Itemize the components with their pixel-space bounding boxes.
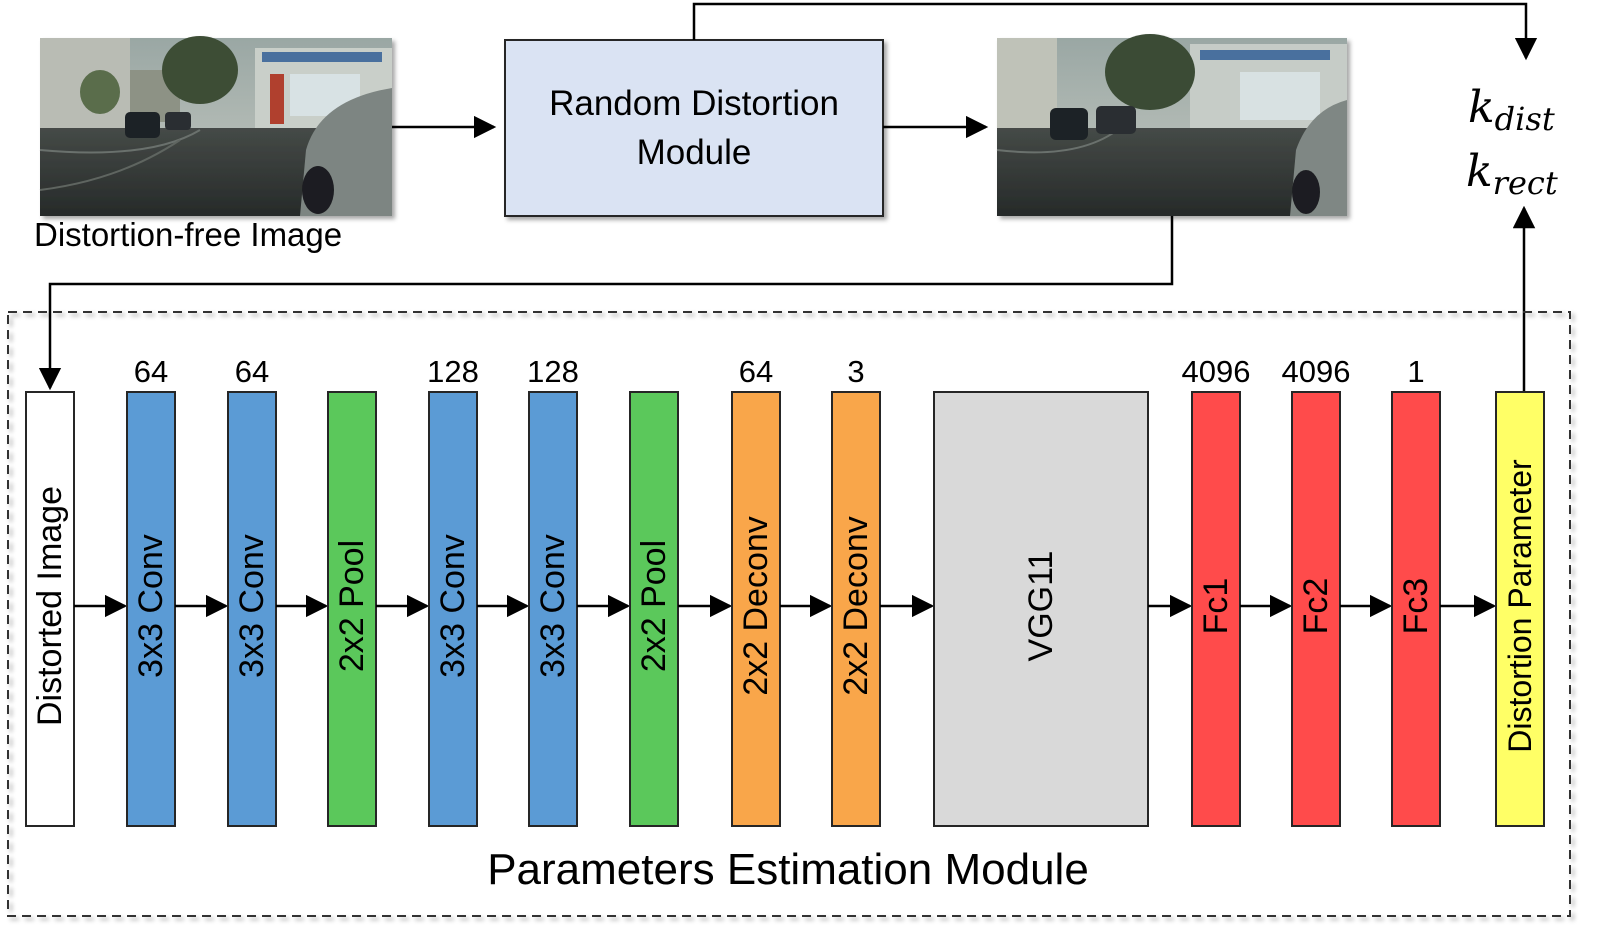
module-label-line2: Module <box>637 133 752 172</box>
layer-label-vgg11: VGG11 <box>1022 551 1060 662</box>
k-rect-base: k <box>1466 146 1493 197</box>
input-image-label: Distortion-free Image <box>34 216 342 253</box>
layer-pool2 <box>629 391 679 827</box>
layer-label-pool1: 2x2 Pool <box>333 540 371 672</box>
layer-fc1 <box>1191 391 1241 827</box>
layer-label-distorted-image: Distorted Image <box>31 486 69 726</box>
layer-label-pool2: 2x2 Pool <box>635 540 673 672</box>
layer-deconv1 <box>731 391 781 827</box>
layer-distorted-image <box>25 391 75 827</box>
layer-label-conv1: 3x3 Conv <box>132 534 170 678</box>
layer-label-distortion-parameter: Distortion Parameter <box>1502 459 1538 753</box>
layer-distortion-parameter <box>1495 391 1545 827</box>
layer-fc3 <box>1391 391 1441 827</box>
layer-pool1 <box>327 391 377 827</box>
arrow-distorted-to-estimation <box>38 216 1174 391</box>
distortion-free-image <box>39 36 392 216</box>
layer-label-fc2: Fc2 <box>1297 578 1335 635</box>
layer-conv3 <box>428 391 478 827</box>
distorted-street-image <box>996 34 1347 216</box>
layer-count-conv2: 64 <box>235 354 269 389</box>
layer-count-conv1: 64 <box>134 354 168 389</box>
layer-label-fc1: Fc1 <box>1197 578 1235 635</box>
layer-conv1 <box>126 391 176 827</box>
layer-label-conv3: 3x3 Conv <box>434 534 472 678</box>
layer-conv2 <box>227 391 277 827</box>
layer-deconv2 <box>831 391 881 827</box>
arrow-module-to-outputs <box>692 2 1538 61</box>
k-rect-sub: rect <box>1493 164 1558 202</box>
layers-group: Distorted Image 3x3 Conv 64 3x3 Conv 64 2x2 P… <box>25 354 1545 827</box>
layer-count-conv3: 128 <box>427 354 479 389</box>
k-dist-sub: dist <box>1495 100 1555 138</box>
layer-fc2 <box>1291 391 1341 827</box>
estimation-module-border <box>7 311 1571 917</box>
layer-count-fc2: 4096 <box>1282 354 1351 389</box>
layer-count-deconv1: 64 <box>739 354 773 389</box>
output-k-dist: kdist <box>1468 82 1555 138</box>
layer-label-deconv1: 2x2 Deconv <box>737 516 775 696</box>
layer-label-deconv2: 2x2 Deconv <box>837 516 875 696</box>
layer-count-fc3: 1 <box>1407 354 1424 389</box>
layer-label-conv4: 3x3 Conv <box>534 534 572 678</box>
layer-conv4 <box>528 391 578 827</box>
layer-count-deconv2: 3 <box>847 354 864 389</box>
layer-count-conv4: 128 <box>527 354 579 389</box>
layer-vgg11 <box>933 391 1149 827</box>
output-k-rect: krect <box>1466 146 1558 202</box>
layer-label-fc3: Fc3 <box>1397 578 1435 635</box>
layer-label-conv2: 3x3 Conv <box>233 534 271 678</box>
estimation-module-title: Parameters Estimation Module <box>487 845 1089 894</box>
k-dist-base: k <box>1468 82 1495 133</box>
layer-count-fc1: 4096 <box>1182 354 1251 389</box>
module-label-line1: Random Distortion <box>549 84 839 123</box>
random-distortion-module: Random Distortion Module <box>504 39 884 217</box>
